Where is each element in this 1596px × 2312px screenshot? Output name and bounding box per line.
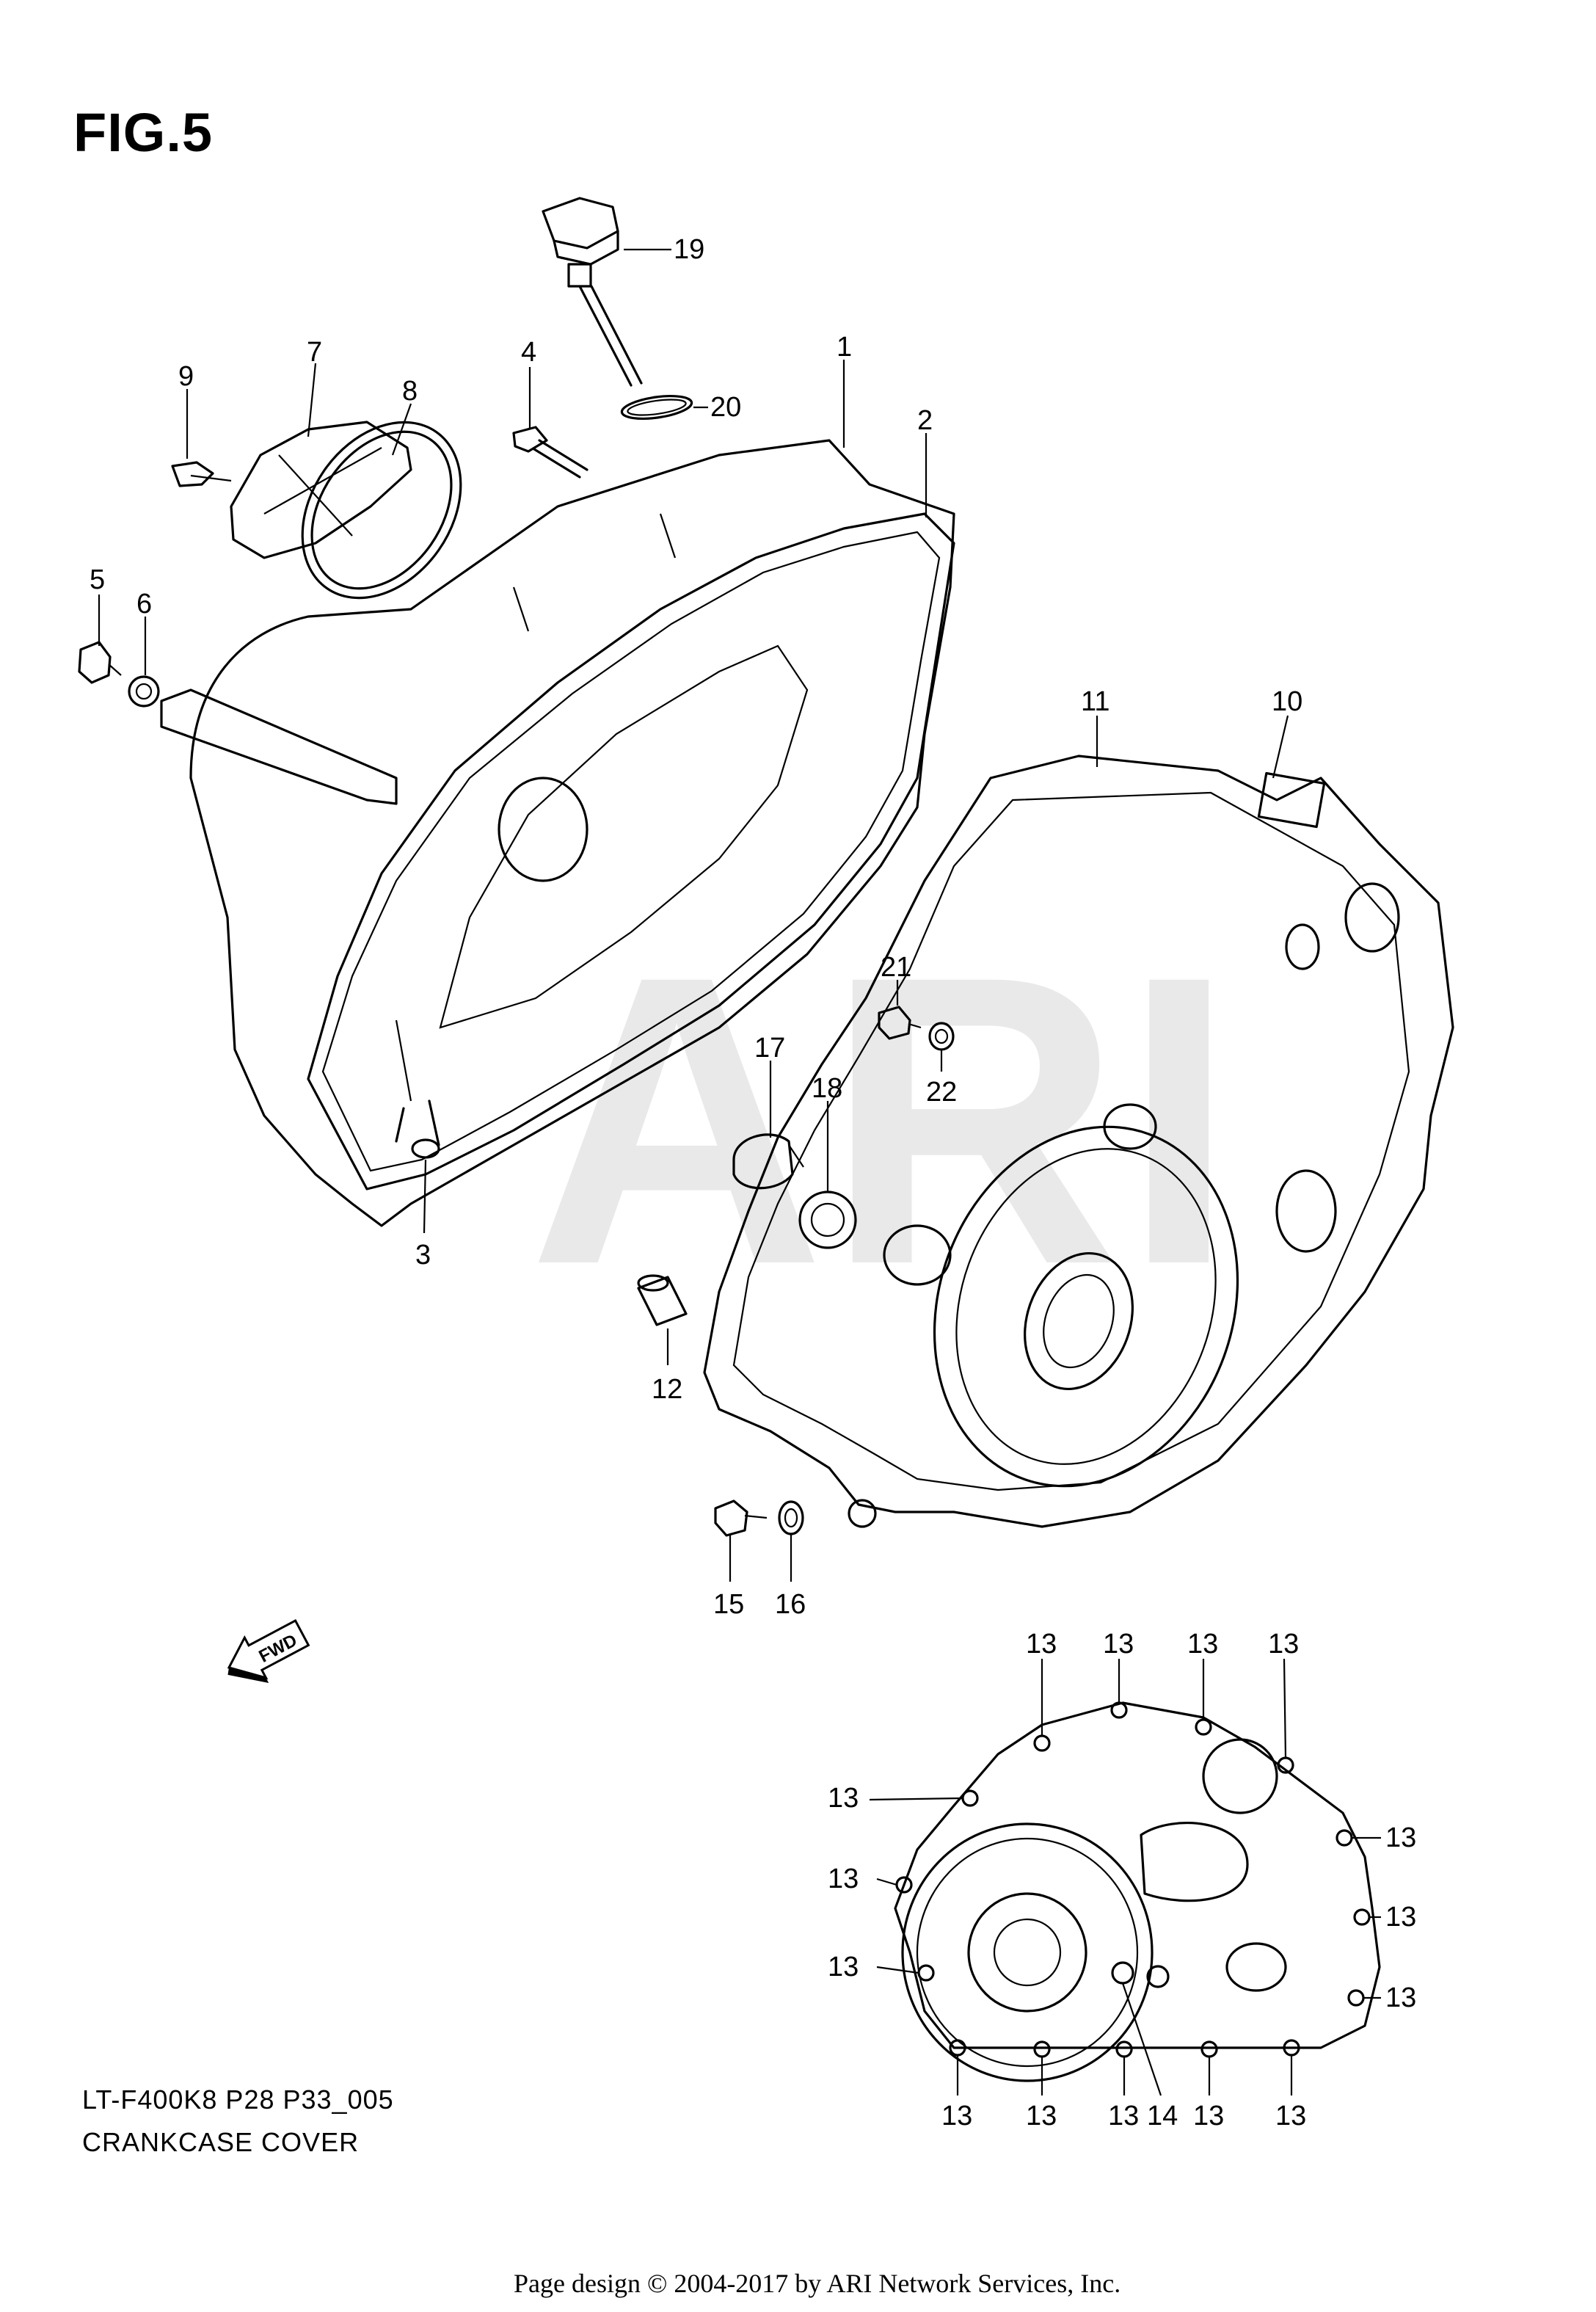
callout-13: 13 <box>828 1864 859 1894</box>
callout-10: 10 <box>1272 686 1302 717</box>
callout-13: 13 <box>828 1952 859 1982</box>
callout-13: 13 <box>1385 1982 1416 2013</box>
bolt-part-4 <box>512 426 589 479</box>
callout-13: 13 <box>1026 2101 1057 2131</box>
callout-1: 1 <box>837 332 852 363</box>
callout-5: 5 <box>90 564 105 595</box>
callout-21: 21 <box>881 952 911 983</box>
callout-22: 22 <box>926 1077 957 1108</box>
callout-7: 7 <box>307 337 322 368</box>
oil-dipstick-part <box>542 197 693 420</box>
callout-13: 13 <box>1187 1629 1218 1660</box>
plug-and-washer-part <box>78 641 160 708</box>
callout-20: 20 <box>710 392 741 423</box>
callout-18: 18 <box>812 1073 842 1104</box>
inspection-cover-part <box>171 421 462 600</box>
left-crankcase-cover-part <box>160 439 955 1227</box>
right-crankcase-cover-part <box>703 755 1454 1528</box>
copyright-footer: Page design © 2004-2017 by ARI Network S… <box>514 2269 1121 2298</box>
callout-13: 13 <box>1103 1629 1134 1660</box>
callout-13: 13 <box>1026 1629 1057 1660</box>
callout-15: 15 <box>713 1589 744 1620</box>
forward-arrow-icon: FWD <box>227 1618 310 1684</box>
callout-14: 14 <box>1147 2101 1178 2131</box>
small-fasteners-group <box>637 1006 955 1537</box>
callout-13: 13 <box>1193 2101 1224 2131</box>
callout-13: 13 <box>1268 1629 1299 1660</box>
callout-labels: 19 20 9 7 8 4 1 2 5 6 11 10 21 22 17 18 … <box>90 234 1416 2131</box>
callout-3: 3 <box>415 1240 431 1270</box>
figure-title: FIG.5 <box>73 102 214 163</box>
callout-13: 13 <box>1385 1902 1416 1933</box>
callout-2: 2 <box>917 405 933 436</box>
callout-13: 13 <box>1385 1822 1416 1853</box>
callout-13: 13 <box>828 1783 859 1814</box>
callout-8: 8 <box>402 376 418 407</box>
section-title-caption: CRANKCASE COVER <box>82 2127 360 2157</box>
callout-12: 12 <box>652 1374 682 1405</box>
callout-11: 11 <box>1081 686 1109 717</box>
callout-16: 16 <box>775 1589 806 1620</box>
callout-17: 17 <box>754 1033 785 1064</box>
model-code-caption: LT-F400K8 P28 P33_005 <box>82 2084 394 2115</box>
callout-19: 19 <box>674 234 704 265</box>
callout-13: 13 <box>1108 2101 1139 2131</box>
leader-lines <box>98 248 1381 2096</box>
callout-13: 13 <box>1275 2101 1306 2131</box>
callout-9: 9 <box>178 361 194 392</box>
callout-4: 4 <box>521 337 536 368</box>
callout-6: 6 <box>136 589 152 619</box>
callout-13: 13 <box>941 2101 972 2131</box>
